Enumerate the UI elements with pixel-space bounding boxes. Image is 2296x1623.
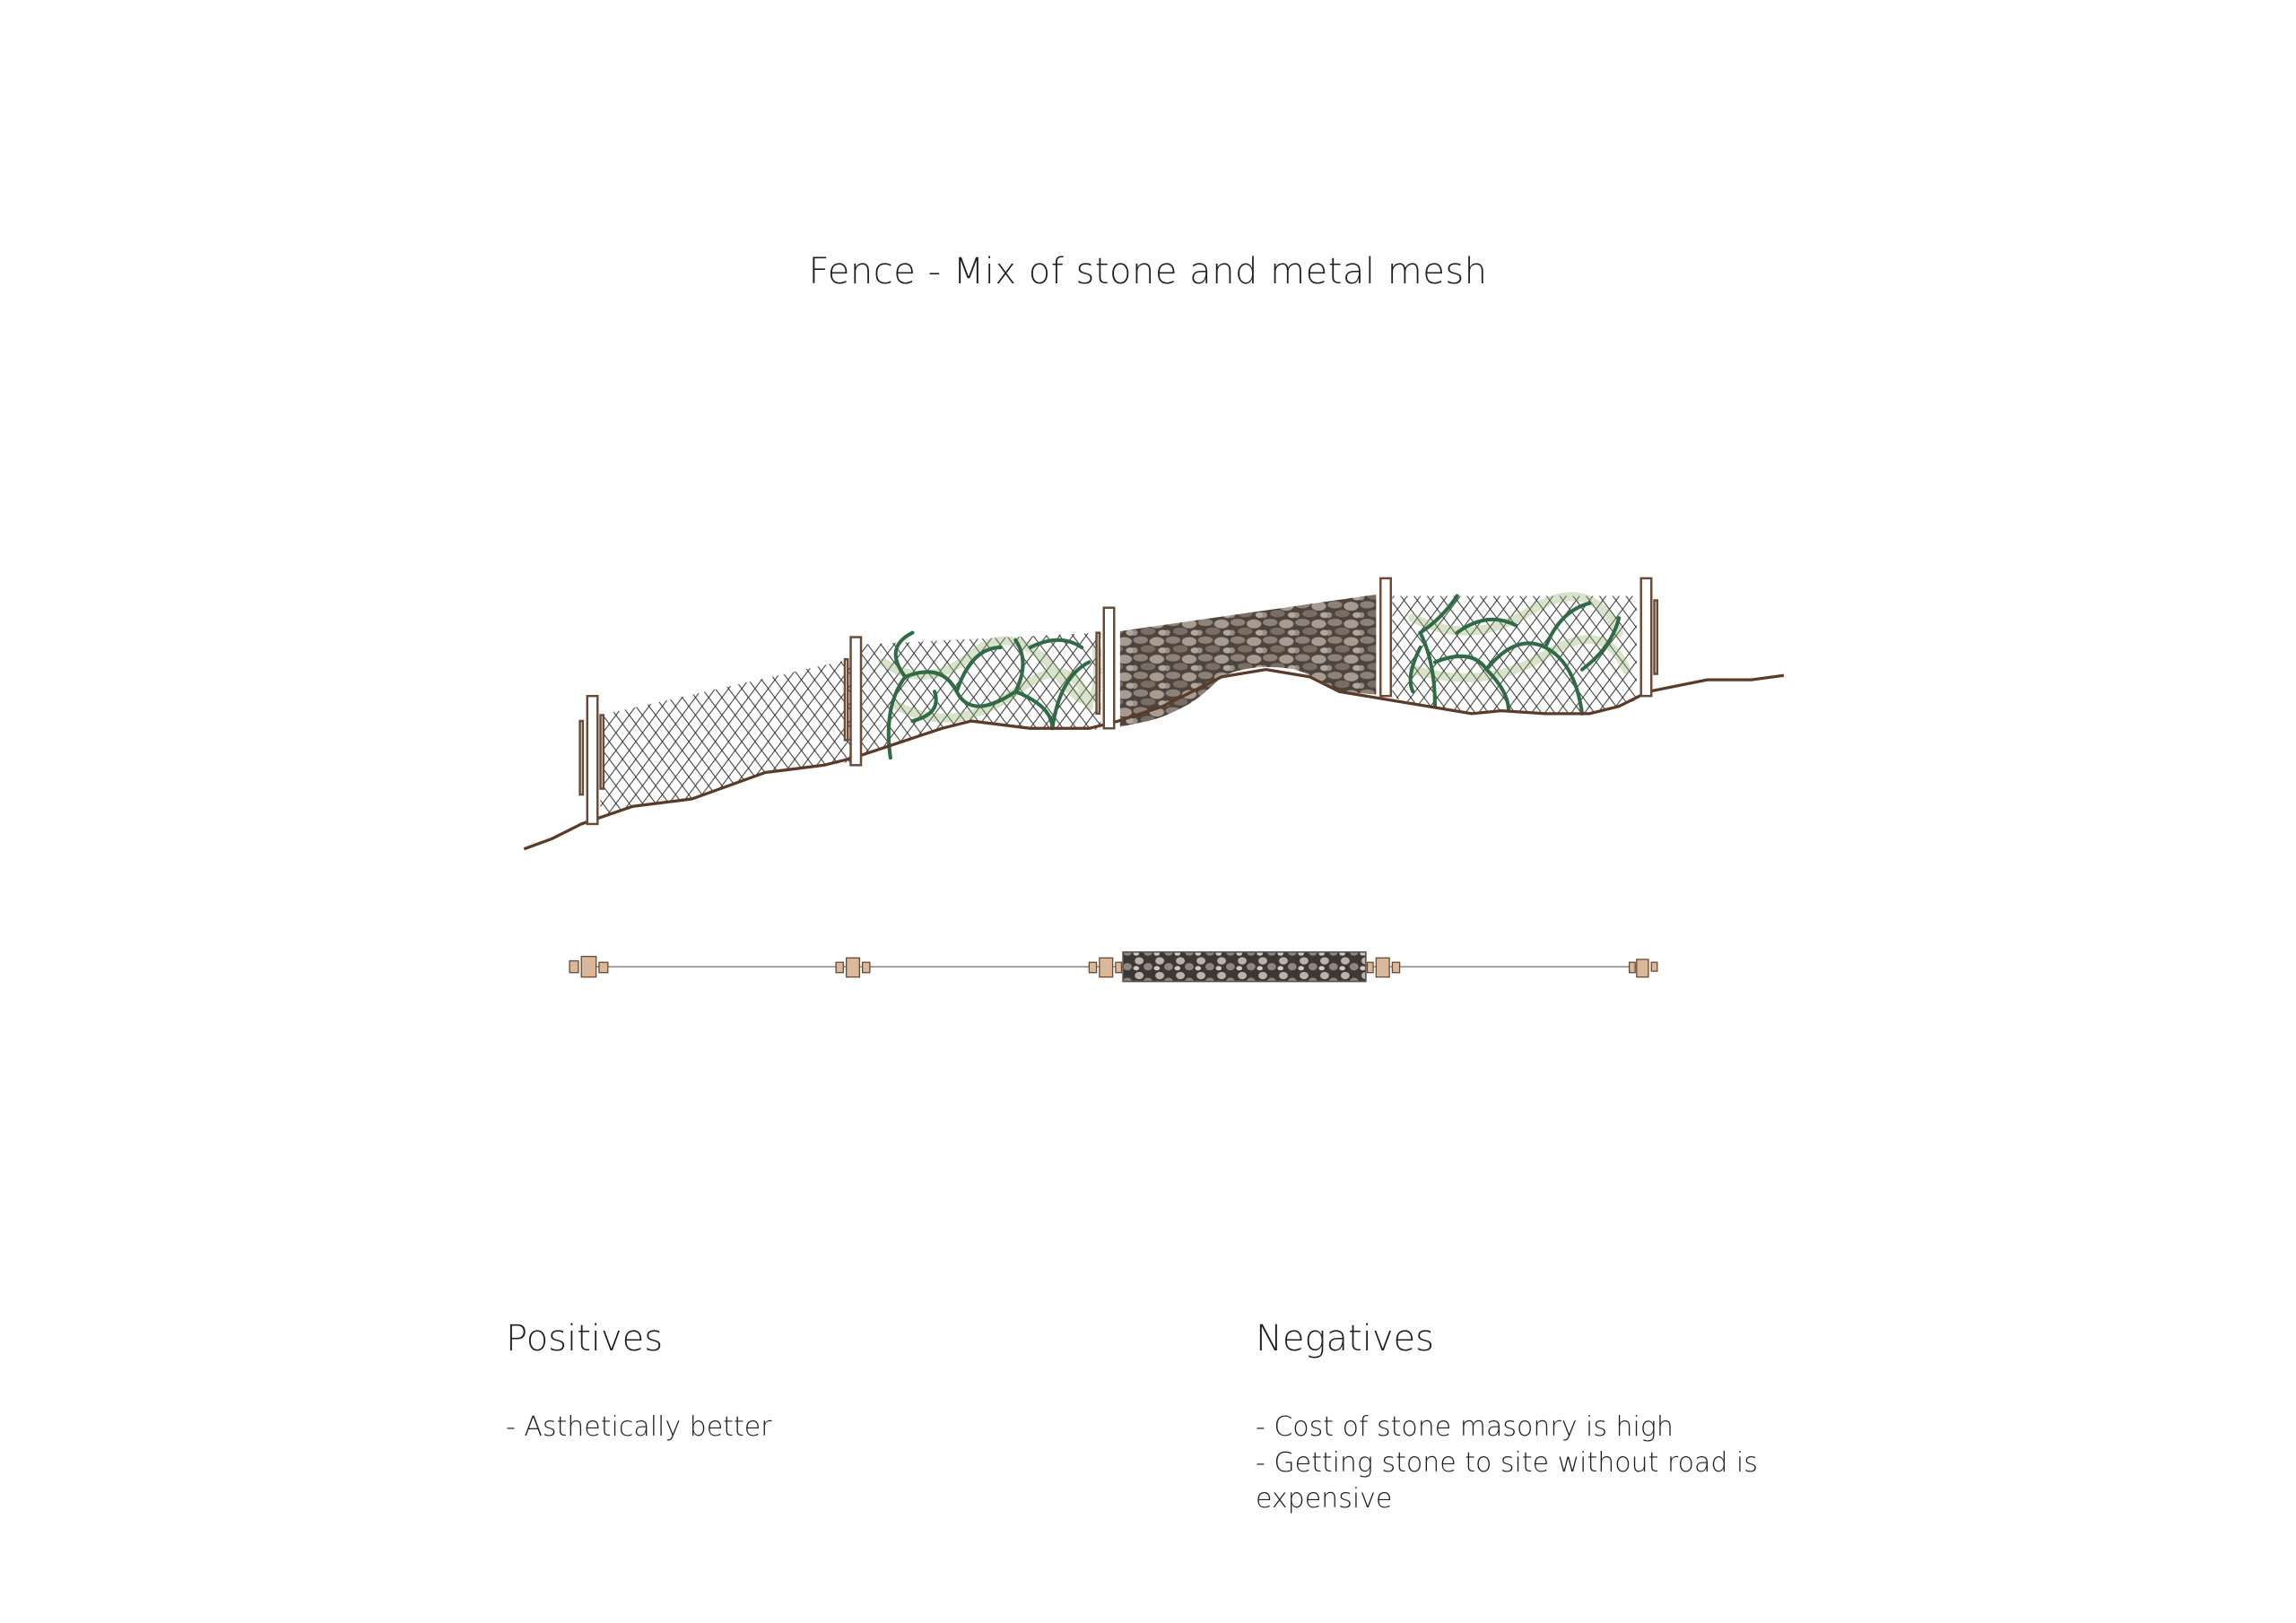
mesh-panel-2 xyxy=(861,632,1101,757)
list-item: - Cost of stone masonry is high xyxy=(1256,1411,1674,1443)
stone-wall-plan xyxy=(1122,950,1367,983)
negatives-list: - Cost of stone masonry is high - Gettin… xyxy=(1256,1410,1758,1517)
page-title: Fence - Mix of stone and metal mesh xyxy=(808,251,1488,292)
positives-heading: Positives xyxy=(506,1318,664,1359)
positives-list: - Asthetically better xyxy=(506,1410,1008,1445)
negatives-heading: Negatives xyxy=(1256,1318,1434,1359)
climbing-vines xyxy=(878,592,1631,760)
list-item: - Getting stone to site without road is … xyxy=(1256,1447,1758,1515)
list-item: - Asthetically better xyxy=(506,1411,772,1443)
ground-line xyxy=(523,667,1785,851)
mesh-panel-1 xyxy=(600,659,851,817)
fence-posts xyxy=(578,577,1659,826)
fence-plan-view xyxy=(569,950,1658,983)
stone-masonry-wall xyxy=(1119,594,1377,727)
